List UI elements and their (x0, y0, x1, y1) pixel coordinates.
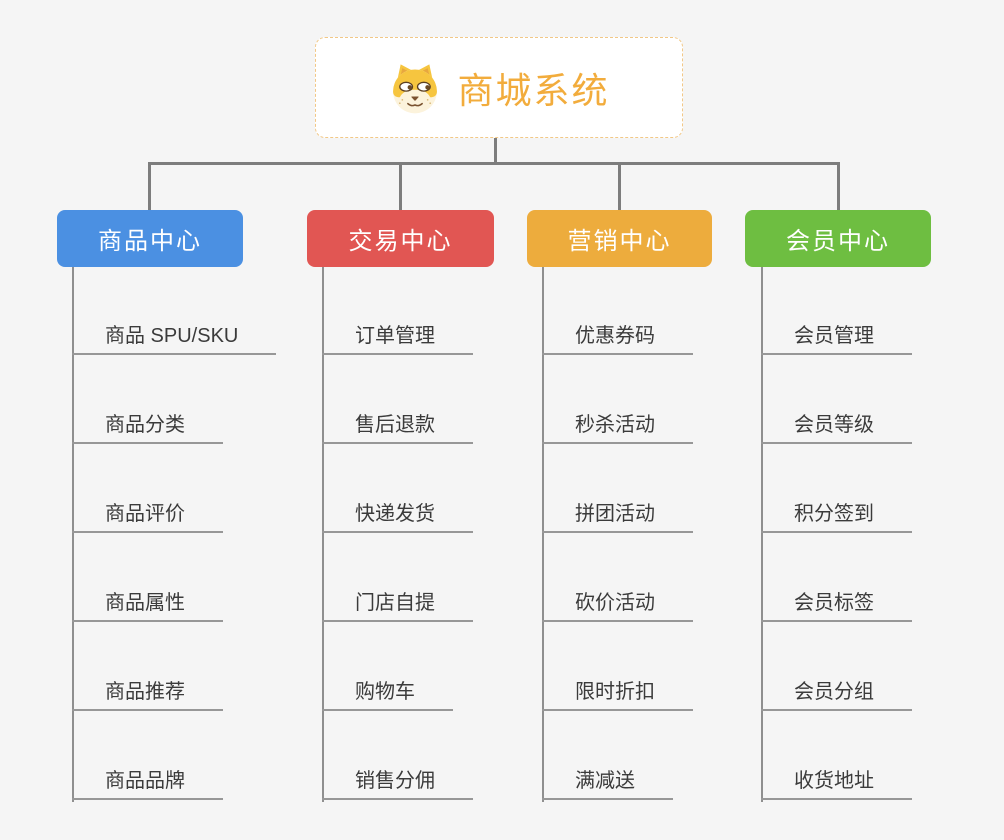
dog-face-icon (388, 61, 442, 115)
leaf-label: 订单管理 (355, 325, 435, 347)
leaf-label: 商品属性 (105, 592, 185, 614)
leaf-label: 售后退款 (355, 414, 435, 436)
branch-label: 营销中心 (567, 228, 672, 255)
leaf-node[interactable]: 会员标签 (761, 582, 912, 622)
leaf-label: 砍价活动 (575, 592, 655, 614)
leaf-label: 商品 SPU/SKU (105, 325, 239, 347)
leaf-node[interactable]: 商品属性 (72, 582, 223, 622)
leaf-node[interactable]: 积分签到 (761, 493, 912, 533)
root-node-label: 商城系统 (457, 69, 610, 111)
leaf-node[interactable]: 商品 SPU/SKU (72, 315, 277, 355)
leaf-node[interactable]: 会员分组 (761, 671, 912, 711)
branch-connector-line (618, 162, 621, 210)
leaf-node[interactable]: 门店自提 (322, 582, 473, 622)
root-node-mall-system[interactable]: 商城系统 (315, 37, 683, 138)
branch-connector-line (399, 162, 402, 210)
leaf-node[interactable]: 销售分佣 (322, 760, 473, 800)
leaf-label: 收货地址 (794, 770, 874, 792)
leaf-label: 销售分佣 (355, 770, 435, 792)
leaf-label: 商品品牌 (105, 770, 185, 792)
leaf-label: 积分签到 (794, 503, 874, 525)
branch-node-marketing-center[interactable]: 营销中心 (527, 210, 712, 267)
leaf-node[interactable]: 满减送 (542, 760, 673, 800)
leaf-node[interactable]: 拼团活动 (542, 493, 693, 533)
leaf-node[interactable]: 快递发货 (322, 493, 473, 533)
leaf-node[interactable]: 商品推荐 (72, 671, 223, 711)
leaf-node[interactable]: 秒杀活动 (542, 404, 693, 444)
leaf-label: 商品推荐 (105, 681, 185, 703)
leaf-label: 会员管理 (794, 325, 874, 347)
leaf-node[interactable]: 购物车 (322, 671, 453, 711)
leaf-label: 秒杀活动 (575, 414, 655, 436)
branch-label: 交易中心 (348, 228, 453, 255)
leaf-node[interactable]: 会员管理 (761, 315, 912, 355)
leaf-node[interactable]: 商品品牌 (72, 760, 223, 800)
leaf-label: 会员等级 (794, 414, 874, 436)
column-spine-line (761, 267, 763, 802)
branch-connector-line (148, 162, 151, 210)
leaf-label: 限时折扣 (575, 681, 655, 703)
leaf-label: 商品分类 (105, 414, 185, 436)
column-spine-line (322, 267, 324, 802)
leaf-node[interactable]: 商品分类 (72, 404, 223, 444)
leaf-node[interactable]: 收货地址 (761, 760, 912, 800)
column-spine-line (72, 267, 74, 802)
leaf-label: 会员分组 (794, 681, 874, 703)
leaf-label: 拼团活动 (575, 503, 655, 525)
branch-connector-line (837, 162, 840, 210)
leaf-label: 会员标签 (794, 592, 874, 614)
branch-node-product-center[interactable]: 商品中心 (57, 210, 243, 267)
root-connector-line (494, 138, 497, 164)
column-spine-line (542, 267, 544, 802)
leaf-label: 商品评价 (105, 503, 185, 525)
trunk-horizontal-line (148, 162, 839, 165)
leaf-label: 购物车 (355, 681, 415, 703)
leaf-node[interactable]: 会员等级 (761, 404, 912, 444)
branch-node-member-center[interactable]: 会员中心 (745, 210, 931, 267)
leaf-node[interactable]: 订单管理 (322, 315, 473, 355)
branch-label: 商品中心 (98, 228, 202, 255)
leaf-label: 门店自提 (355, 592, 435, 614)
leaf-label: 快递发货 (355, 503, 435, 525)
leaf-label: 满减送 (575, 770, 635, 792)
leaf-node[interactable]: 商品评价 (72, 493, 223, 533)
leaf-node[interactable]: 限时折扣 (542, 671, 693, 711)
leaf-node[interactable]: 售后退款 (322, 404, 473, 444)
leaf-node[interactable]: 砍价活动 (542, 582, 693, 622)
branch-label: 会员中心 (786, 228, 890, 255)
leaf-label: 优惠券码 (575, 325, 655, 347)
branch-node-trade-center[interactable]: 交易中心 (307, 210, 494, 267)
leaf-node[interactable]: 优惠券码 (542, 315, 693, 355)
